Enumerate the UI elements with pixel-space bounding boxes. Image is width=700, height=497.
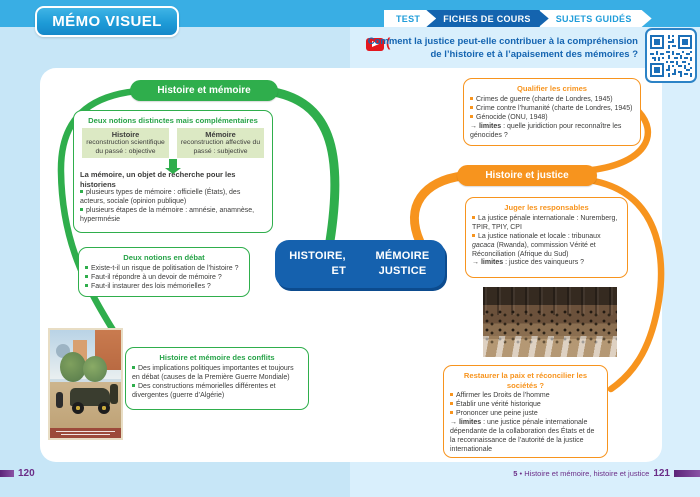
question-text: Comment la justice peut-elle contribuer … xyxy=(358,36,638,62)
box-juger-les-responsables: Juger les responsables La justice pénale… xyxy=(465,197,628,278)
limites-line: → limites : quelle juridiction pour reco… xyxy=(470,122,622,139)
tab-test[interactable]: TEST xyxy=(384,10,436,27)
qr-code-icon xyxy=(650,34,692,77)
central-node-histoire-memoire-et-justice: HISTOIRE, ET MÉMOIRE JUSTICE xyxy=(275,240,445,288)
footer-bar-right xyxy=(674,470,700,477)
cell-histoire: Histoire reconstruction scientifique du … xyxy=(82,127,169,159)
bullet-item: Crime contre l’humanité (charte de Londr… xyxy=(470,105,634,114)
box-histoire-memoire-conflits: Histoire et mémoire des conflits Des imp… xyxy=(125,347,309,410)
tab-sujets-guides[interactable]: SUJETS GUIDÉS xyxy=(540,10,652,27)
box-title: Deux notions distinctes mais complémenta… xyxy=(88,116,258,125)
node-left-column: HISTOIRE, ET xyxy=(289,249,346,277)
video-paren: ( xyxy=(386,35,391,50)
bullet-item: Faut-il instaurer des lois mémorielles ? xyxy=(85,283,243,292)
pill-histoire-et-justice: Histoire et justice xyxy=(457,165,597,186)
limites-line: → limites : justice des vainqueurs ? xyxy=(472,259,585,267)
tab-fiches-de-cours[interactable]: FICHES DE COURS xyxy=(427,10,549,27)
video-play-icon xyxy=(366,38,384,51)
question-line-2: de l’histoire et à l’apaisement des mémo… xyxy=(430,48,639,60)
bullet-item: Des constructions mémorielles différente… xyxy=(132,383,302,401)
memo-visuel-label: MÉMO VISUEL xyxy=(52,13,162,30)
footer-left: 120 xyxy=(0,468,35,479)
box-deux-notions: Deux notions distinctes mais complémenta… xyxy=(73,110,273,233)
box-qualifier-les-crimes: Qualifier les crimes Crimes de guerre (c… xyxy=(463,78,641,146)
bullet-item: La justice nationale et locale : tribuna… xyxy=(472,233,621,260)
bullet-item: plusieurs types de mémoire : officielle … xyxy=(80,189,266,207)
box-title: Histoire et mémoire des conflits xyxy=(159,353,275,362)
bullet-list: Affirmer les Droits de l’homme Établir u… xyxy=(450,392,601,419)
pill-histoire-et-memoire: Histoire et mémoire xyxy=(130,80,278,101)
bullet-list: La justice pénale internationale : Nurem… xyxy=(472,215,621,260)
bullet-item: Affirmer les Droits de l’homme xyxy=(450,392,601,401)
bullet-item: plusieurs étapes de la mémoire : amnésie… xyxy=(80,207,266,225)
qr-code xyxy=(645,28,697,83)
bullet-list: plusieurs types de mémoire : officielle … xyxy=(80,189,266,225)
node-right-column: MÉMOIRE JUSTICE xyxy=(375,249,430,277)
bullet-item: Prononcer une peine juste xyxy=(450,410,601,419)
bullet-list: Des implications politiques importantes … xyxy=(132,365,302,401)
cell-memoire: Mémoire reconstruction affective du pass… xyxy=(177,127,264,159)
page-number-right: 121 xyxy=(653,468,670,479)
bullet-item: Crimes de guerre (charte de Londres, 194… xyxy=(470,96,634,105)
page-number-left: 120 xyxy=(18,468,35,479)
bullet-item: Existe-t-il un risque de politisation de… xyxy=(85,265,243,274)
box-title: Restaurer la paix et réconcilier les soc… xyxy=(463,371,588,390)
gacaca-italic: gacaca xyxy=(472,241,495,249)
box-title: Juger les responsables xyxy=(504,203,589,212)
poster-caption-strip xyxy=(50,428,121,438)
footer-right: 5 • Histoire et mémoire, histoire et jus… xyxy=(513,468,700,479)
box-title: Qualifier les crimes xyxy=(516,84,588,93)
box-deux-notions-en-debat: Deux notions en débat Existe-t-il un ris… xyxy=(78,247,250,297)
bullet-item: La justice pénale internationale : Nurem… xyxy=(472,215,621,233)
question-line-1: Comment la justice peut-elle contribuer … xyxy=(367,36,638,47)
bullet-item: Génocide (ONU, 1948) xyxy=(470,114,634,123)
box-title: Deux notions en débat xyxy=(123,253,205,262)
bullet-item: Établir une vérité historique xyxy=(450,401,601,410)
bullet-list: Existe-t-il un risque de politisation de… xyxy=(85,265,243,292)
limites-line: → limites : une justice pénale internati… xyxy=(450,419,595,454)
notion-cells: Histoire reconstruction scientifique du … xyxy=(82,127,264,159)
tab-bar: TEST FICHES DE COURS SUJETS GUIDÉS xyxy=(393,10,652,27)
down-arrow-icon xyxy=(165,159,181,175)
nuremberg-courtroom-photo xyxy=(483,287,617,357)
sarajevo-poster-image xyxy=(48,328,123,440)
box-restaurer-la-paix: Restaurer la paix et réconcilier les soc… xyxy=(443,365,608,458)
memo-visuel-badge: MÉMO VISUEL xyxy=(35,6,179,37)
chapter-reference: 5 • Histoire et mémoire, histoire et jus… xyxy=(513,469,650,478)
bullet-list: Crimes de guerre (charte de Londres, 194… xyxy=(470,96,634,123)
bullet-item: Faut-il répondre à un devoir de mémoire … xyxy=(85,274,243,283)
bullet-item: Des implications politiques importantes … xyxy=(132,365,302,383)
footer-bar-left xyxy=(0,470,14,477)
